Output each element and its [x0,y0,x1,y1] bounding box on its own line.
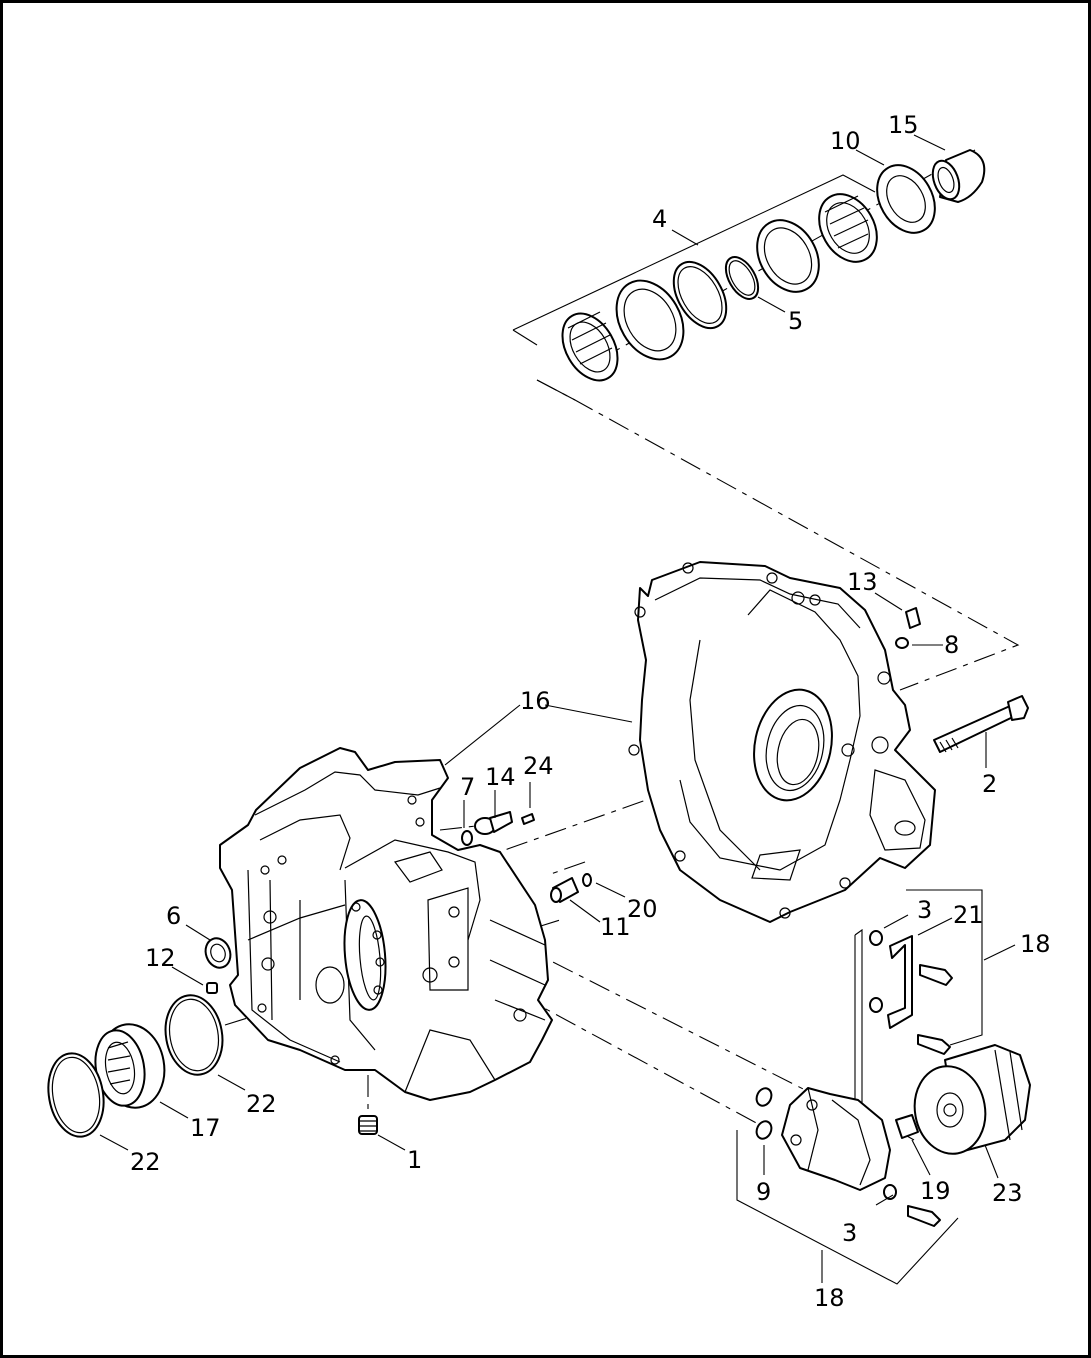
bearing-cup-right [756,219,820,293]
callout-9: 9 [756,1178,771,1206]
roller-bearing-part-17 [94,1023,166,1109]
callout-16: 16 [520,687,551,715]
screw-part-24 [521,813,535,825]
seal-ring [876,164,936,234]
callout-12: 12 [145,944,176,972]
bolt-part-2 [933,695,1029,753]
retaining-ring-part-22-outer [47,1052,105,1138]
roller-bearing-right [818,193,878,263]
callout-22-inner: 22 [246,1090,277,1118]
callout-18-right: 18 [1020,930,1051,958]
callout-22-outer: 22 [130,1148,161,1176]
bolts-group-18 [907,964,953,1227]
dowel-part-11 [550,877,579,903]
callout-17: 17 [190,1114,221,1142]
callout-13: 13 [847,568,878,596]
callout-2: 2 [982,770,997,798]
oring-part-7 [461,830,473,846]
nipple-part-19 [895,1114,919,1139]
retaining-ring-part-22-inner [164,994,224,1076]
bearing-set [561,149,986,382]
spacer-sleeve [931,149,986,203]
leader-lines [99,134,1016,1283]
callout-numbers: 1 2 3 3 4 5 6 7 8 9 10 11 12 13 14 15 16… [130,111,1051,1312]
callout-3-bottom: 3 [842,1219,857,1247]
oring-part-9 [755,1087,773,1140]
callout-24: 24 [523,752,554,780]
callout-5: 5 [788,307,803,335]
oil-filter-adapter [781,1087,891,1191]
plug-part-1 [358,1115,378,1135]
retaining-ring-large [672,260,728,330]
bracket-part-21 [887,935,913,1029]
callout-4: 4 [652,205,667,233]
pin-part-12 [206,982,218,994]
bearing-cup-left [615,279,685,361]
callout-21: 21 [953,901,984,929]
roller-bearing-left [561,311,619,382]
left-crankcase-half [219,747,553,1101]
callout-23: 23 [992,1179,1023,1207]
oring-part-8 [895,637,909,649]
callout-20: 20 [627,895,658,923]
callout-10: 10 [830,127,861,155]
needle-bearing-part-6 [204,937,232,969]
callout-7: 7 [460,773,475,801]
oil-filter-part-23 [913,1044,1031,1155]
jet-part-14 [474,811,513,835]
callout-6: 6 [166,902,181,930]
fitting-part-13 [905,607,921,629]
callout-1: 1 [407,1146,422,1174]
oring-part-20 [582,873,592,887]
callout-18-bottom: 18 [814,1284,845,1312]
retaining-ring-small [724,256,760,300]
callout-8: 8 [944,631,959,659]
callout-11: 11 [600,913,631,941]
callout-14: 14 [485,763,516,791]
callout-3-top: 3 [917,896,932,924]
callout-19: 19 [920,1177,951,1205]
right-crankcase-half [628,561,936,923]
callout-15: 15 [888,111,919,139]
exploded-parts-diagram: 1 2 3 3 4 5 6 7 8 9 10 11 12 13 14 15 16… [47,111,1051,1312]
